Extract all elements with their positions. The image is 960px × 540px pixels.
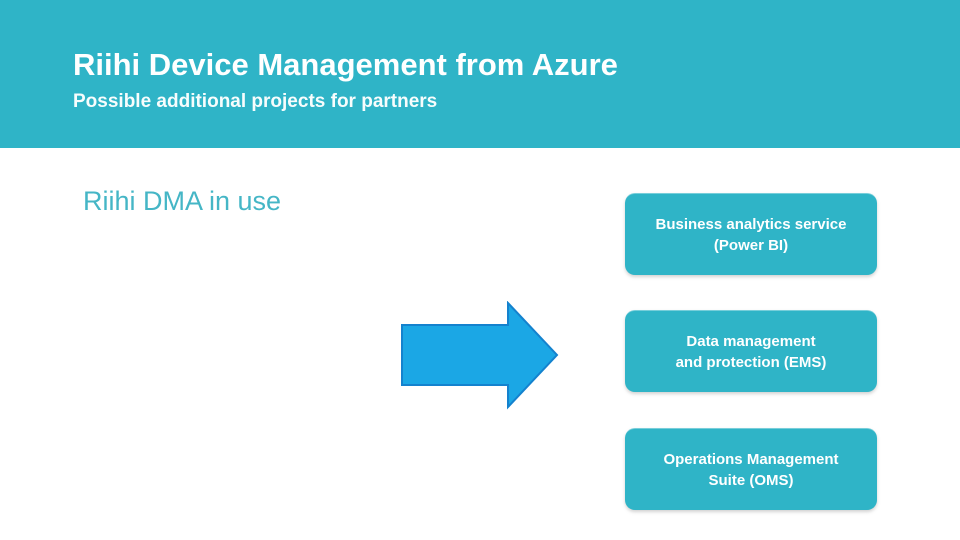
service-box-data-management: Data management and protection (EMS) [625, 310, 877, 392]
service-box-label-line2: and protection (EMS) [675, 353, 827, 371]
service-box-label-line1: Business analytics service [655, 215, 847, 233]
service-box-label-line1: Operations Management [663, 450, 839, 468]
header-band: Riihi Device Management from Azure Possi… [0, 0, 960, 148]
service-box-business-analytics: Business analytics service (Power BI) [625, 193, 877, 275]
service-box-label-line2: (Power BI) [713, 236, 789, 254]
right-arrow-icon [401, 301, 559, 410]
slide-subtitle: Possible additional projects for partner… [73, 91, 438, 112]
slide-title: Riihi Device Management from Azure [73, 47, 618, 82]
service-box-label-line1: Data management [686, 332, 816, 350]
section-heading: Riihi DMA in use [83, 186, 282, 216]
service-box-label-line2: Suite (OMS) [708, 471, 794, 489]
service-box-operations-management: Operations Management Suite (OMS) [625, 428, 877, 510]
